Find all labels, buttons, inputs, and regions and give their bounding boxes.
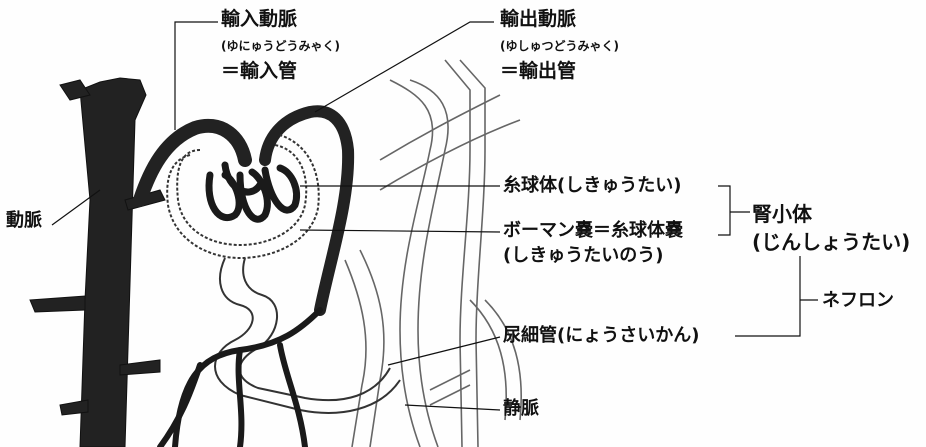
glomerulus-label: 糸球体(しきゅうたい) (503, 175, 682, 196)
bowman-capsule (166, 134, 320, 260)
efferent-artery-reading: (ゆしゅつどうみゃく) (500, 39, 619, 53)
renal-corpuscle-label: 腎小体 (752, 202, 812, 226)
afferent-artery-label: 輸入動脈 (221, 8, 298, 30)
peritubular-capillaries (157, 307, 323, 447)
afferent-artery-alias: ＝輸入管 (221, 60, 298, 82)
efferent-artery-alias: ＝輸出管 (500, 60, 577, 82)
efferent-artery-label: 輸出動脈 (500, 8, 577, 30)
bowman-capsule-label: ボーマン嚢＝糸球体嚢 (503, 220, 683, 241)
afferent-artery-reading: (ゆにゅうどうみゃく) (221, 39, 340, 53)
nephron-label: ネフロン (822, 290, 894, 311)
background-tubules (344, 59, 523, 447)
afferent-arteriole (133, 118, 252, 207)
bowman-capsule-reading: (しきゅうたいのう) (503, 245, 664, 266)
renal-corpuscle-reading: (じんしょうたい) (752, 230, 911, 254)
leader-lines (51, 21, 818, 411)
artery-trunk (29, 77, 166, 447)
vein-label: 静脈 (503, 398, 539, 419)
renal-tubule-label: 尿細管(にょうさいかん) (503, 325, 700, 346)
glomerulus-loops (205, 161, 300, 223)
artery-label: 動脈 (6, 210, 42, 231)
renal-tubule (214, 257, 401, 414)
efferent-arteriole (259, 105, 355, 316)
